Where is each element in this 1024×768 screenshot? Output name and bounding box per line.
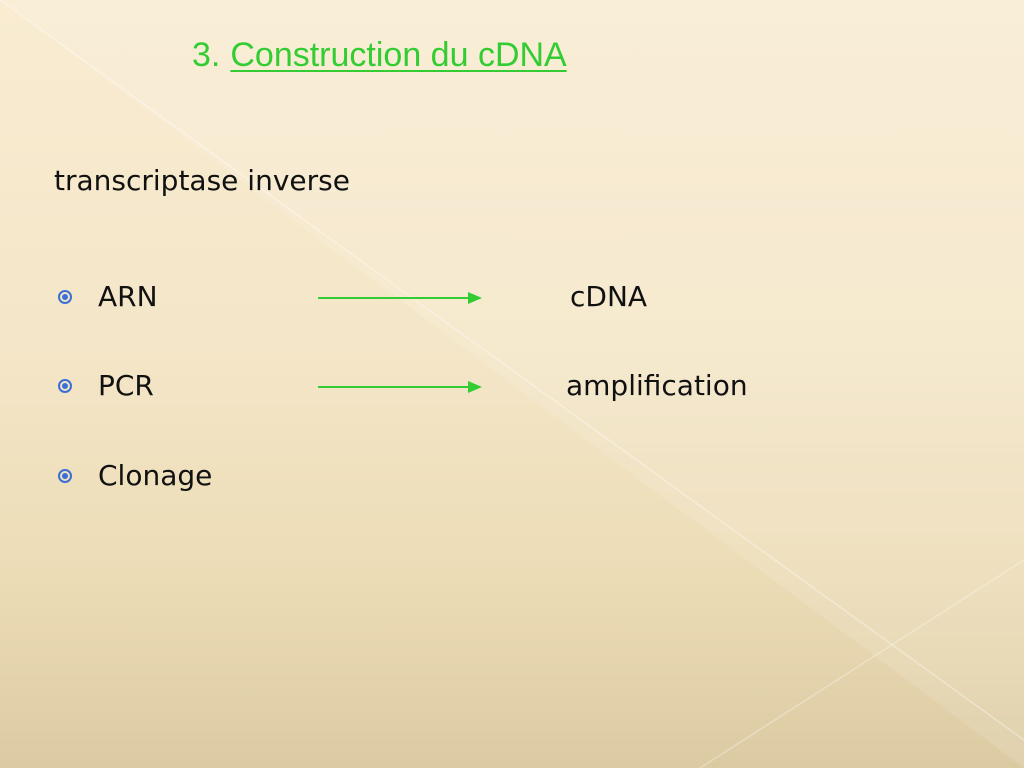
list-item: Clonage	[58, 459, 958, 499]
item-label: ARN	[98, 280, 158, 313]
target-bullet-icon	[58, 290, 72, 304]
list-item: PCR amplification	[58, 369, 958, 409]
item-result: amplification	[566, 369, 748, 402]
right-arrow-icon	[318, 292, 482, 304]
right-arrow-icon	[318, 381, 482, 393]
title-number: 3.	[192, 36, 221, 74]
subtitle: transcriptase inverse	[54, 164, 350, 197]
target-bullet-icon	[58, 379, 72, 393]
title-text: Construction du cDNA	[230, 36, 567, 74]
list-item: ARN cDNA	[58, 280, 958, 320]
slide-title: 3.Construction du cDNA	[192, 36, 567, 75]
item-label: Clonage	[98, 459, 213, 492]
item-label: PCR	[98, 369, 154, 402]
target-bullet-icon	[58, 469, 72, 483]
item-result: cDNA	[570, 280, 648, 313]
